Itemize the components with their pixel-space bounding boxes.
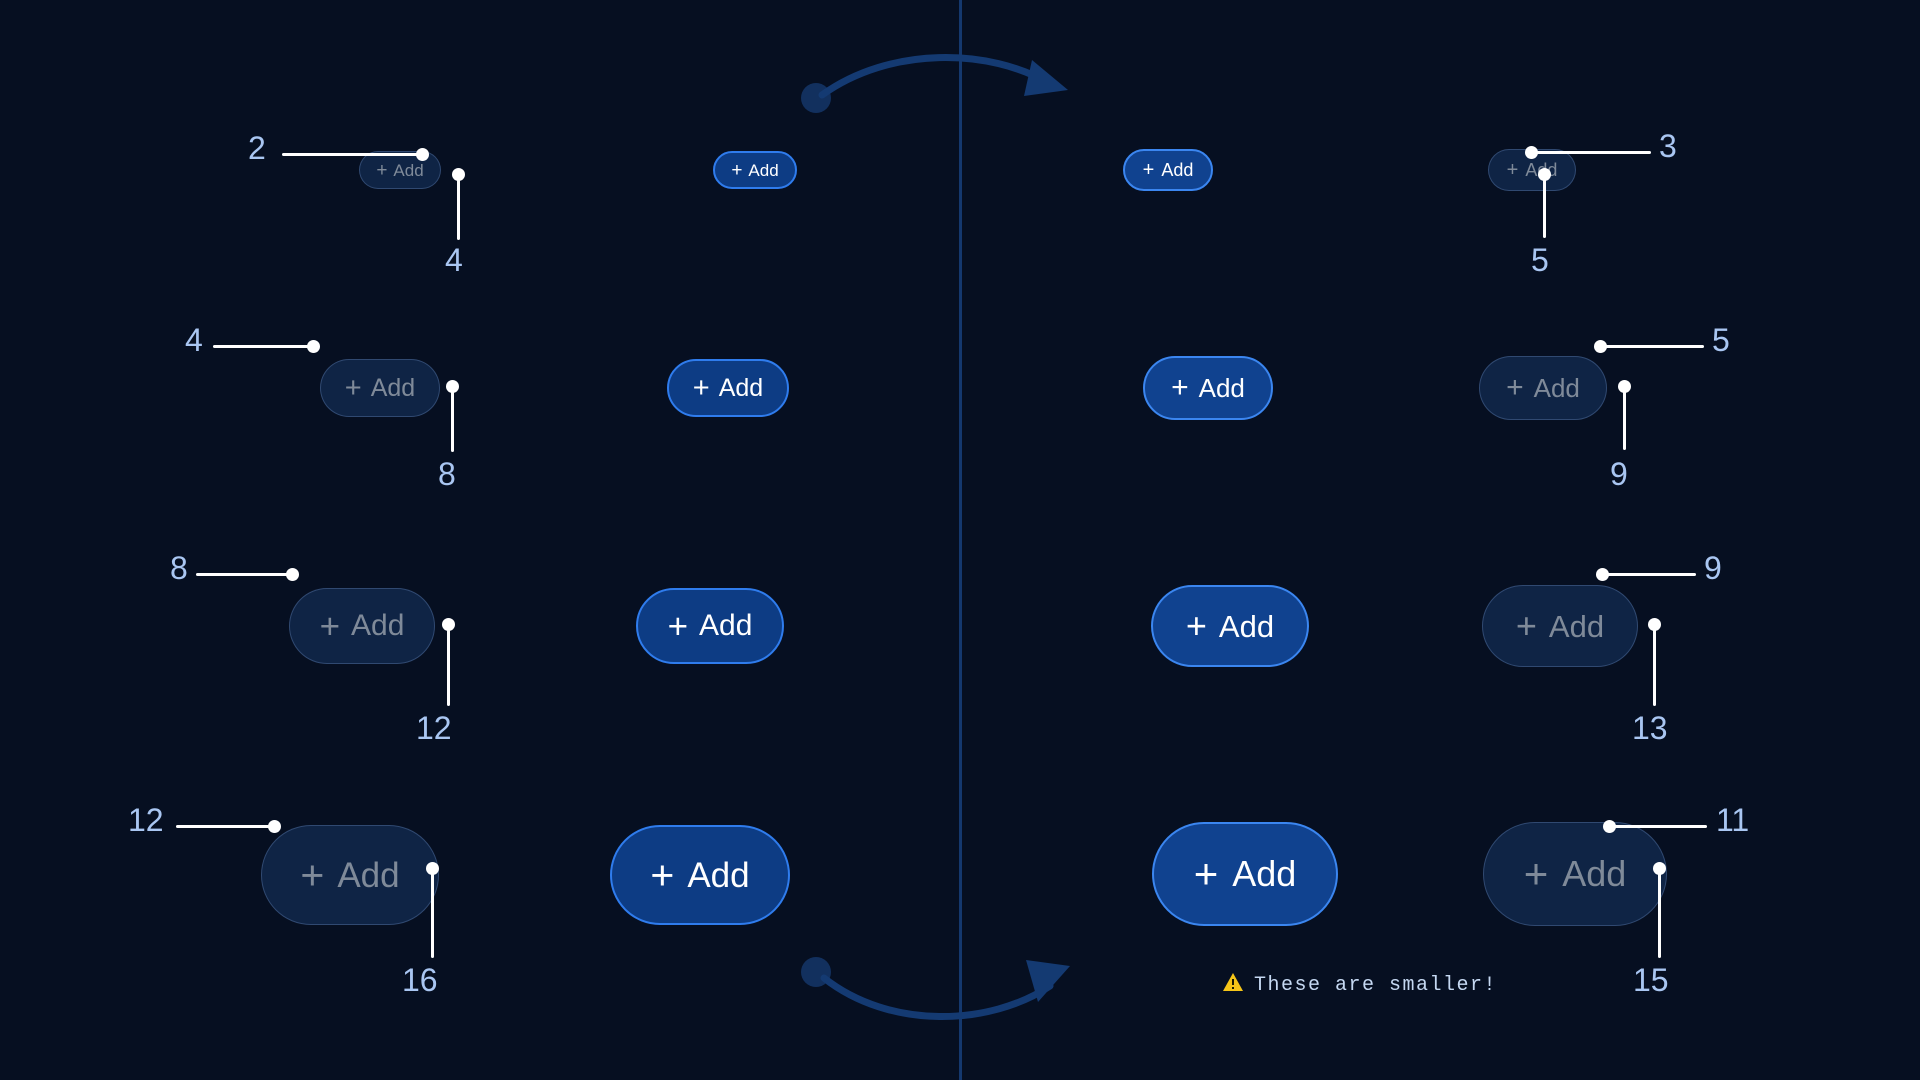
add-button-label: Add [687, 855, 750, 895]
add-button-label: Add [718, 373, 764, 402]
smaller-warning-note: These are smaller! [1222, 972, 1497, 998]
add-button-ghost-lg-right[interactable]: + Add [1482, 822, 1668, 926]
add-button-ghost-xs-left[interactable]: + Add [359, 151, 441, 189]
add-button-solid-md-right[interactable]: + Add [1150, 585, 1310, 667]
add-button-label: Add [1161, 160, 1194, 180]
swap-arrow-top-icon [800, 40, 1100, 135]
add-button-label: Add [748, 160, 779, 180]
plus-icon: + [376, 159, 388, 181]
button-cell-r4c4: + Add [1430, 812, 1720, 936]
add-button-label: Add [1548, 608, 1605, 644]
add-button-solid-lg-right[interactable]: + Add [1151, 822, 1339, 926]
add-button-solid-xs-right[interactable]: + Add [1122, 149, 1214, 191]
add-button-label: Add [370, 373, 416, 402]
plus-icon: + [667, 606, 689, 646]
button-cell-r1c1: + Add [300, 140, 500, 200]
add-button-label: Add [699, 609, 753, 642]
button-cell-r4c1: + Add [205, 815, 495, 935]
plus-icon: + [1515, 605, 1537, 646]
add-button-ghost-sm-left[interactable]: + Add [319, 359, 441, 417]
plus-icon: + [1142, 159, 1155, 181]
add-button-label: Add [1525, 160, 1558, 180]
button-cell-r2c3: + Add [1093, 345, 1323, 431]
button-cell-r3c2: + Add [580, 578, 840, 674]
button-cell-r1c2: + Add [655, 140, 855, 200]
add-button-solid-sm-left[interactable]: + Add [666, 359, 790, 417]
button-cell-r1c4: + Add [1432, 138, 1632, 202]
button-cell-r1c3: + Add [1068, 138, 1268, 202]
add-button-solid-xs-left[interactable]: + Add [713, 151, 797, 189]
plus-icon: + [1506, 159, 1519, 181]
plus-icon: + [1523, 850, 1549, 897]
swap-arrow-bottom-icon [800, 950, 1100, 1045]
add-button-ghost-lg-left[interactable]: + Add [261, 825, 439, 925]
add-button-label: Add [351, 609, 405, 642]
warning-icon [1222, 972, 1244, 998]
add-button-label: Add [337, 855, 400, 895]
plus-icon: + [1506, 371, 1524, 404]
plus-icon: + [692, 371, 710, 404]
button-cell-r3c4: + Add [1430, 575, 1690, 677]
add-button-label: Add [1533, 373, 1580, 403]
button-cell-r3c1: + Add [232, 578, 492, 674]
add-button-label: Add [1562, 853, 1627, 894]
button-cell-r4c2: + Add [555, 815, 845, 935]
plus-icon: + [731, 159, 743, 181]
add-button-solid-lg-left[interactable]: + Add [610, 825, 790, 925]
plus-icon: + [344, 371, 362, 404]
button-cell-r2c1: + Add [265, 348, 495, 428]
add-button-solid-sm-right[interactable]: + Add [1143, 356, 1273, 420]
button-cell-r2c2: + Add [613, 348, 843, 428]
button-cell-r3c3: + Add [1100, 575, 1360, 677]
smaller-warning-text: These are smaller! [1254, 973, 1498, 997]
plus-icon: + [1185, 605, 1207, 646]
add-button-label: Add [1218, 608, 1275, 644]
plus-icon: + [319, 606, 341, 646]
button-cell-r4c3: + Add [1100, 812, 1390, 936]
center-divider [959, 0, 962, 1080]
plus-icon: + [650, 851, 675, 898]
add-button-label: Add [393, 160, 424, 180]
add-button-label: Add [1198, 373, 1245, 403]
add-button-ghost-sm-right[interactable]: + Add [1479, 356, 1607, 420]
button-cell-r2c4: + Add [1428, 345, 1658, 431]
plus-icon: + [1171, 371, 1189, 404]
add-button-solid-md-left[interactable]: + Add [635, 588, 785, 664]
add-button-ghost-md-left[interactable]: + Add [288, 588, 436, 664]
add-button-ghost-xs-right[interactable]: + Add [1487, 149, 1577, 191]
plus-icon: + [300, 851, 325, 898]
add-button-ghost-md-right[interactable]: + Add [1481, 585, 1639, 667]
add-button-label: Add [1232, 853, 1297, 894]
plus-icon: + [1193, 850, 1219, 897]
